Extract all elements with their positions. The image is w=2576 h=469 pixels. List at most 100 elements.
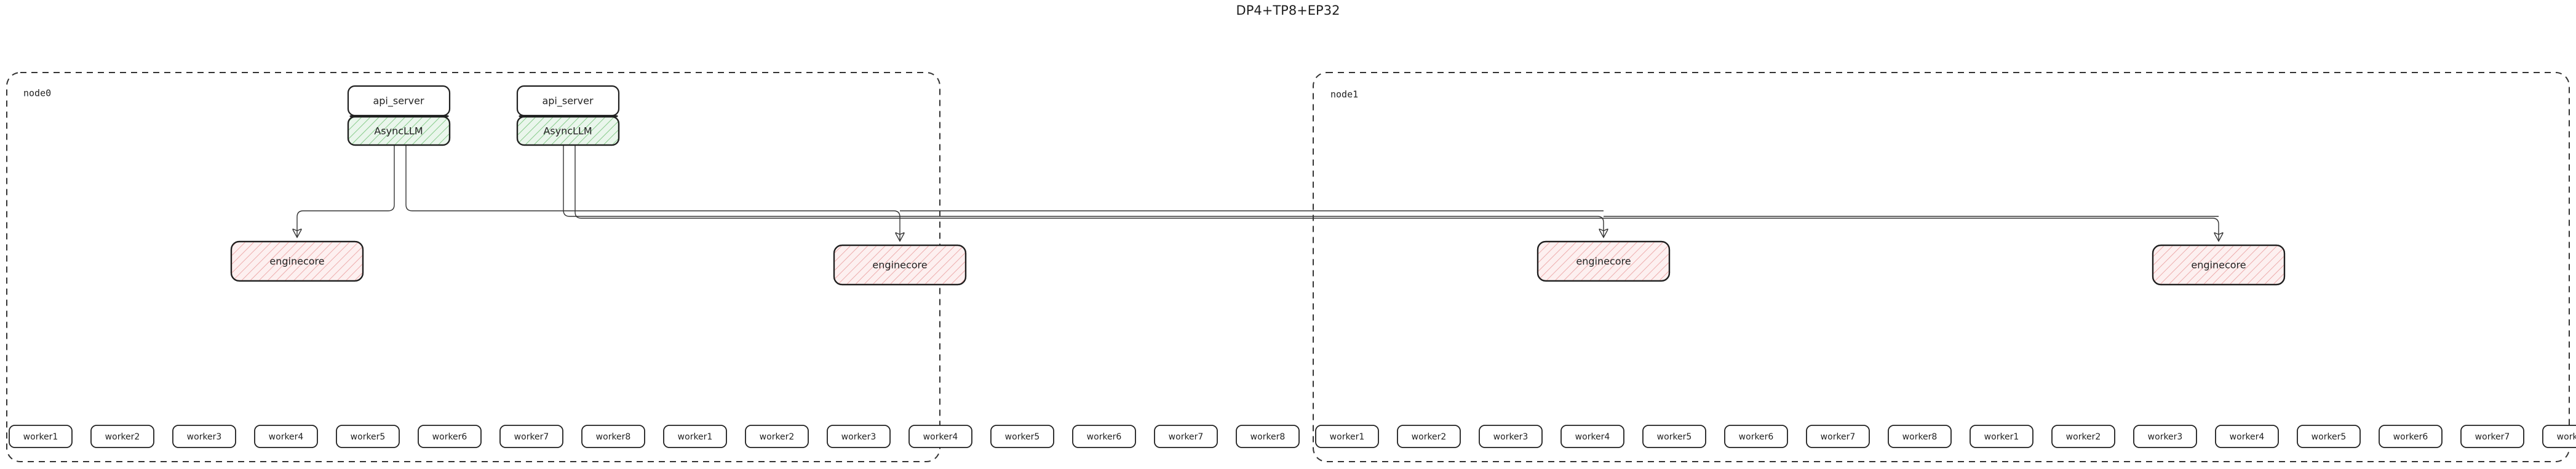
enginecore-label-1: enginecore <box>872 259 927 271</box>
cluster-node0-border <box>6 72 940 462</box>
worker-label: worker6 <box>2393 432 2428 442</box>
worker-label: worker3 <box>1493 432 1529 442</box>
enginecore-label-2: enginecore <box>1576 256 1631 267</box>
api-server-label-1: api_server <box>542 95 593 108</box>
worker-group-node0-0: worker1 worker2 worker3 worker4 worker5 worke… <box>9 425 645 448</box>
worker-box[interactable] <box>2297 425 2361 448</box>
worker-box[interactable] <box>2542 425 2576 448</box>
cluster-node0: node0 <box>6 72 940 462</box>
async-llm-label-1: AsyncLLM <box>543 125 592 137</box>
enginecore-hatch-3 <box>2153 245 2284 285</box>
worker-label: worker7 <box>1169 432 1204 442</box>
enginecore-2[interactable]: enginecore <box>1536 240 1671 282</box>
worker-box[interactable] <box>990 425 1054 448</box>
enginecore-0[interactable]: enginecore <box>230 240 364 282</box>
worker-box[interactable] <box>1479 425 1543 448</box>
worker-box[interactable] <box>581 425 645 448</box>
worker-label: worker6 <box>1087 432 1122 442</box>
async-llm-outline-1 <box>516 116 620 146</box>
worker-box[interactable] <box>1072 425 1136 448</box>
worker-box[interactable] <box>1315 425 1379 448</box>
worker-box[interactable] <box>1642 425 1706 448</box>
worker-label: worker8 <box>596 432 631 442</box>
worker-box[interactable] <box>908 425 972 448</box>
worker-box[interactable] <box>9 425 73 448</box>
worker-box[interactable] <box>1724 425 1788 448</box>
worker-box[interactable] <box>1806 425 1870 448</box>
worker-box[interactable] <box>1154 425 1218 448</box>
worker-box[interactable] <box>827 425 891 448</box>
edge-group <box>297 146 2219 240</box>
worker-label: worker1 <box>678 432 713 442</box>
worker-label: worker7 <box>514 432 549 442</box>
worker-label: worker2 <box>105 432 140 442</box>
worker-box[interactable] <box>172 425 236 448</box>
worker-box[interactable] <box>663 425 727 448</box>
worker-box[interactable] <box>2051 425 2115 448</box>
enginecore-hatch-0 <box>231 242 363 281</box>
edge-async1-to-enginecore2 <box>563 146 1604 237</box>
enginecore-hatch-2 <box>1538 242 1669 281</box>
enginecore-outline-2 <box>1536 240 1671 282</box>
worker-label: worker1 <box>1984 432 2019 442</box>
enginecore-hatch-1 <box>834 245 966 285</box>
edge-async0-to-enginecore0 <box>297 146 395 237</box>
page-title: DP4+TP8+EP32 <box>1236 3 1340 18</box>
enginecore-outline-0 <box>230 240 364 282</box>
cluster-node1-label: node1 <box>1330 89 1358 100</box>
worker-layer: worker1 worker2 worker3 worker4 worker5 worke… <box>9 425 2576 448</box>
worker-label: worker1 <box>23 432 58 442</box>
worker-box[interactable] <box>499 425 563 448</box>
worker-label: worker8 <box>1902 432 1938 442</box>
worker-box[interactable] <box>1970 425 2033 448</box>
worker-box[interactable] <box>418 425 482 448</box>
worker-box[interactable] <box>2460 425 2524 448</box>
enginecore-3[interactable]: enginecore <box>2152 244 2286 286</box>
worker-box[interactable] <box>2133 425 2197 448</box>
worker-box[interactable] <box>1560 425 1624 448</box>
worker-box[interactable] <box>2379 425 2443 448</box>
worker-box[interactable] <box>745 425 809 448</box>
edge-async1-to-enginecore3 <box>574 146 2219 240</box>
worker-label: worker6 <box>432 432 467 442</box>
frontend-stack-1: api_server AsyncLLM <box>516 85 620 146</box>
worker-label: worker5 <box>351 432 386 442</box>
worker-label: worker3 <box>841 432 877 442</box>
worker-label: worker4 <box>923 432 958 442</box>
worker-label: worker1 <box>1330 432 1365 442</box>
worker-label: worker6 <box>1739 432 1774 442</box>
worker-label: worker7 <box>1821 432 1856 442</box>
api-server-label-0: api_server <box>373 95 424 108</box>
worker-group-node0-1: worker1 worker2 worker3 worker4 worker5 worke… <box>663 425 1300 448</box>
enginecore-label-3: enginecore <box>2191 259 2246 271</box>
worker-label: worker3 <box>187 432 222 442</box>
worker-box[interactable] <box>1888 425 1952 448</box>
worker-box[interactable] <box>1236 425 1300 448</box>
worker-label: worker8 <box>2557 432 2576 442</box>
worker-box[interactable] <box>336 425 400 448</box>
worker-label: worker4 <box>1575 432 1610 442</box>
async-llm-outline-0 <box>347 116 451 146</box>
enginecore-outline-3 <box>2152 244 2286 286</box>
worker-label: worker3 <box>2148 432 2183 442</box>
worker-label: worker4 <box>2230 432 2265 442</box>
worker-label: worker2 <box>760 432 795 442</box>
worker-label: worker4 <box>269 432 304 442</box>
worker-box[interactable] <box>90 425 154 448</box>
enginecore-1[interactable]: enginecore <box>833 244 967 286</box>
worker-label: worker7 <box>2475 432 2510 442</box>
worker-box[interactable] <box>254 425 318 448</box>
worker-label: worker8 <box>1250 432 1286 442</box>
worker-box[interactable] <box>1397 425 1461 448</box>
async-llm-hatch-0 <box>348 117 450 145</box>
worker-label: worker5 <box>1005 432 1040 442</box>
cluster-node1: node1 <box>1313 72 2570 462</box>
enginecore-label-0: enginecore <box>269 256 324 267</box>
cluster-node1-border <box>1313 72 2570 462</box>
async-llm-hatch-1 <box>517 117 619 145</box>
edge-async0-to-enginecore1 <box>405 146 900 240</box>
worker-box[interactable] <box>2215 425 2279 448</box>
